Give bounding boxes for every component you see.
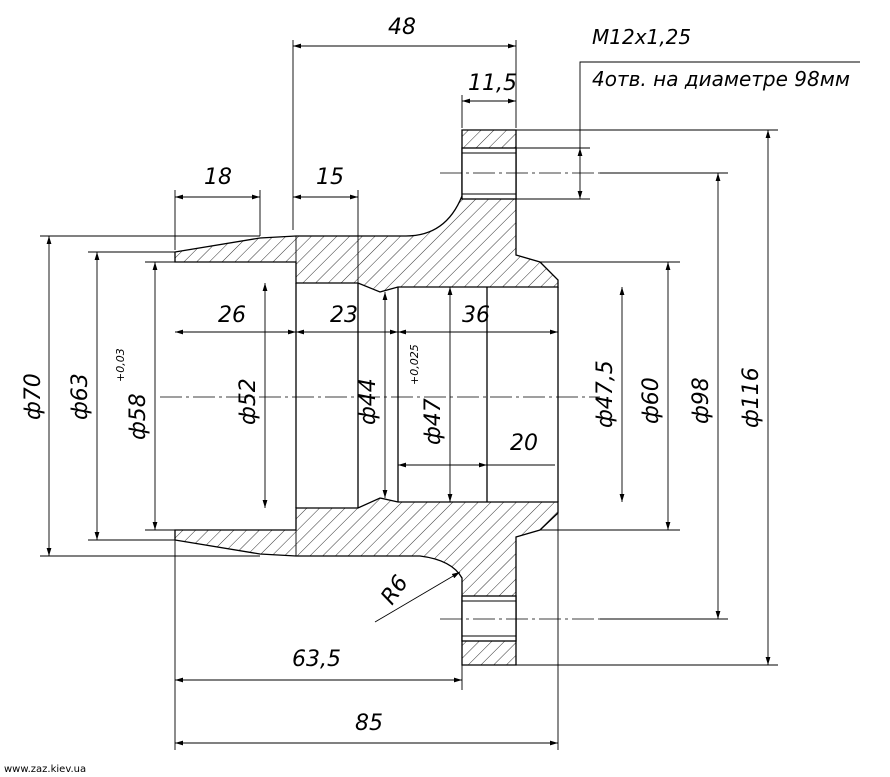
radius-leader — [374, 571, 461, 623]
dim-20: 20 — [510, 431, 538, 456]
dim-dia-70: ф70 — [21, 373, 46, 420]
dim-85: 85 — [355, 711, 383, 736]
labels: M12x1,25 4отв. на диаметре 98мм 48 11,5 … — [4, 15, 850, 775]
dim-11-5: 11,5 — [468, 71, 517, 96]
dim-dia-47-tolerance: +0,025 — [408, 344, 421, 385]
dim-dia-63: ф63 — [68, 373, 93, 420]
bolt-hole-top — [461, 147, 517, 200]
dim-15: 15 — [316, 165, 344, 190]
site-credit: www.zaz.kiev.ua — [4, 764, 86, 775]
dim-r6: R6 — [376, 571, 413, 609]
horizontal-dimensions — [174, 40, 559, 750]
dim-dia-52: ф52 — [236, 378, 261, 425]
diameter-dimensions — [40, 61, 860, 666]
dim-36: 36 — [462, 303, 490, 328]
dim-dia-60: ф60 — [639, 377, 664, 424]
dim-dia-98: ф98 — [689, 377, 714, 424]
dim-dia-116: ф116 — [739, 367, 764, 428]
dim-48: 48 — [388, 15, 416, 40]
bolt-hole-bottom — [461, 595, 517, 642]
dim-23: 23 — [330, 303, 358, 328]
dim-dia-58-tolerance: +0,03 — [114, 348, 127, 382]
dim-26: 26 — [218, 303, 246, 328]
dim-dia-44: ф44 — [356, 378, 381, 425]
dim-dia-47-5: ф47,5 — [593, 360, 618, 428]
thread-note: M12x1,25 — [592, 25, 691, 49]
dim-63-5: 63,5 — [292, 647, 341, 672]
section-body — [174, 129, 600, 666]
holes-note: 4отв. на диаметре 98мм — [592, 67, 850, 91]
dim-dia-47: ф47 — [421, 398, 446, 445]
dim-dia-58: ф58 — [126, 393, 151, 440]
dim-18: 18 — [204, 165, 232, 190]
